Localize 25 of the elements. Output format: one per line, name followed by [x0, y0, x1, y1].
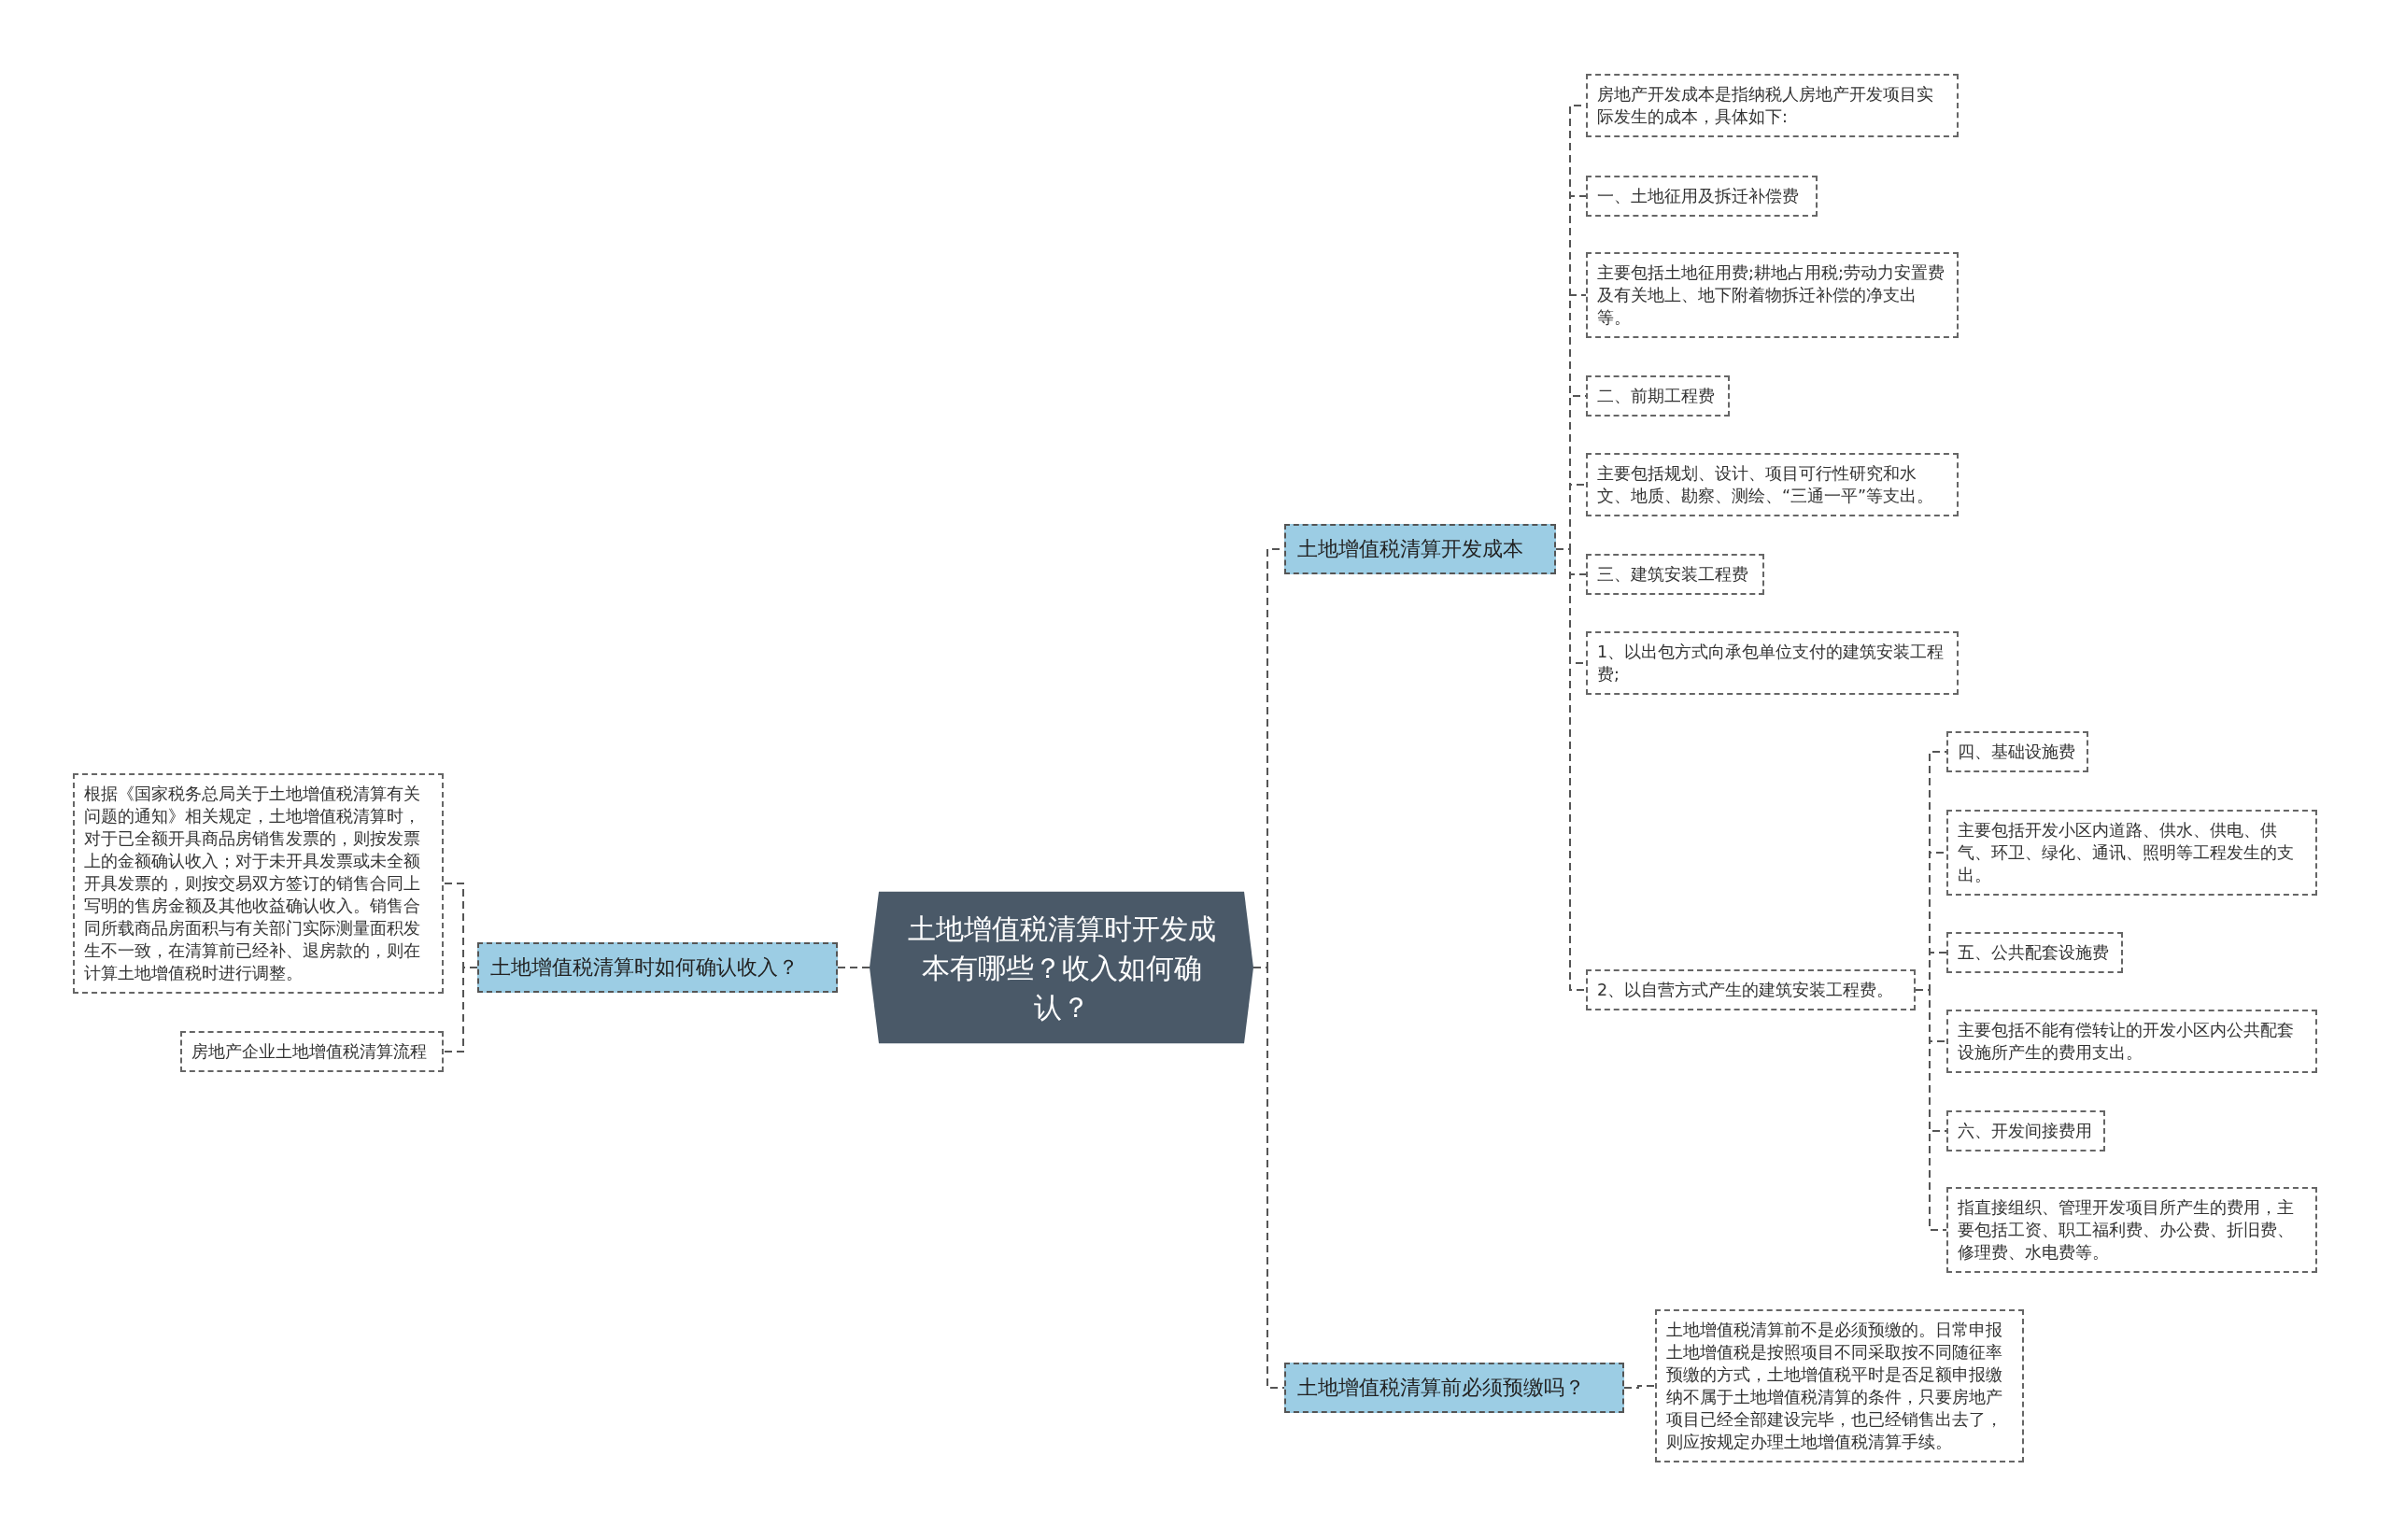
connector-line: [1915, 989, 1947, 1231]
leaf-topic: 房地产企业土地增值税清算流程: [180, 1031, 444, 1072]
connector-line: [443, 967, 478, 1053]
leaf-topic: 主要包括不能有偿转让的开发小区内公共配套设施所产生的费用支出。: [1946, 1010, 2317, 1073]
leaf-topic: 2、以自营方式产生的建筑安装工程费。: [1586, 969, 1916, 1010]
branch-topic: 土地增值税清算开发成本: [1284, 524, 1556, 574]
leaf-topic: 五、公共配套设施费: [1946, 932, 2123, 973]
leaf-topic: 根据《国家税务总局关于土地增值税清算有关问题的通知》相关规定，土地增值税清算时，对于已全额开具商品房销售发票的，则按发票上的金额确认收入；对于未开具发票或未全额开具发票的，则按交易双方签订的销售合同上写明的售房金额及其他收益确认收入。销售合同所载商品房面积与有关部门实际测量面积发生不一致，在清算前已经补、退房款的，则在计算土地增值税时进行调整。: [73, 773, 444, 994]
leaf-topic: 主要包括开发小区内道路、供水、供电、供气、环卫、绿化、通讯、照明等工程发生的支出。: [1946, 810, 2317, 896]
leaf-topic: 二、前期工程费: [1586, 375, 1730, 417]
leaf-topic: 主要包括规划、设计、项目可行性研究和水文、地质、勘察、测绘、“三通一平”等支出。: [1586, 453, 1959, 516]
leaf-topic: 1、以出包方式向承包单位支付的建筑安装工程费;: [1586, 631, 1959, 695]
leaf-topic: 四、基础设施费: [1946, 731, 2088, 772]
leaf-topic: 六、开发间接费用: [1946, 1110, 2105, 1151]
central-topic: 土地增值税清算时开发成本有哪些？收入如何确认？: [870, 891, 1253, 1044]
leaf-topic: 房地产开发成本是指纳税人房地产开发项目实际发生的成本，具体如下:: [1586, 74, 1959, 137]
leaf-topic: 三、建筑安装工程费: [1586, 554, 1764, 595]
branch-topic: 土地增值税清算时如何确认收入？: [477, 942, 838, 993]
branch-topic: 土地增值税清算前必须预缴吗？: [1284, 1363, 1624, 1413]
connector-line: [1623, 1385, 1656, 1389]
leaf-topic: 土地增值税清算前不是必须预缴的。日常申报土地增值税是按照项目不同采取按不同随征率预缴的方式，土地增值税平时是否足额申报缴纳不属于土地增值税清算的条件，只要房地产项目已经全部建设完毕，也已经销售出去了，则应按规定办理土地增值税清算手续。: [1655, 1309, 2024, 1462]
leaf-topic: 一、土地征用及拆迁补偿费: [1586, 176, 1818, 217]
leaf-topic: 指直接组织、管理开发项目所产生的费用，主要包括工资、职工福利费、办公费、折旧费、修理费、水电费等。: [1946, 1187, 2317, 1273]
connector-line: [837, 967, 870, 968]
leaf-topic: 主要包括土地征用费;耕地占用税;劳动力安置费及有关地上、地下附着物拆迁补偿的净支出等。: [1586, 252, 1959, 338]
